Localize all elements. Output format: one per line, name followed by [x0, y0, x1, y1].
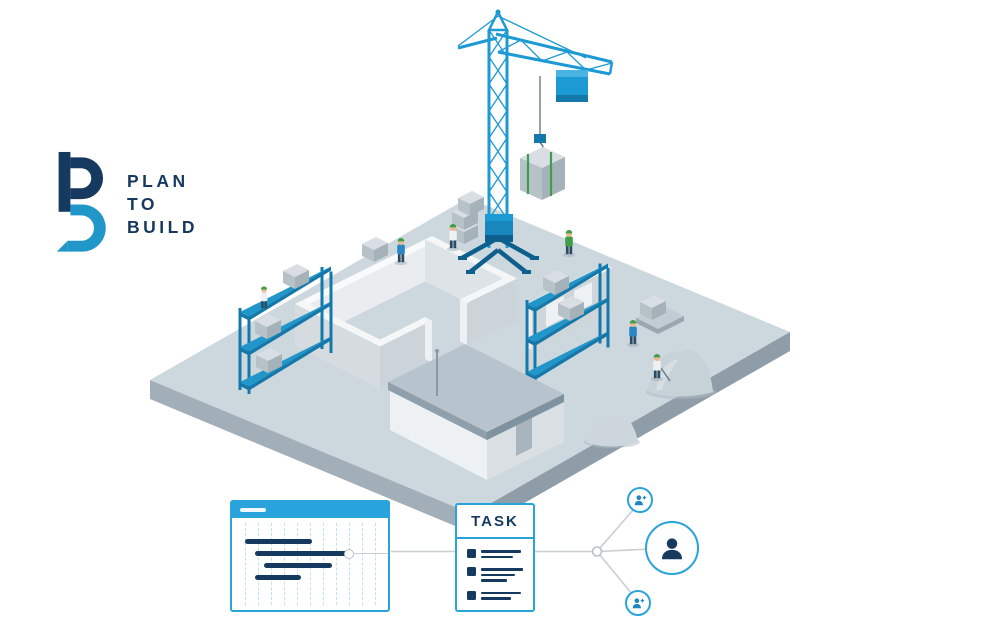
task-item: [467, 590, 525, 600]
building-front: [388, 344, 564, 480]
task-card-title: TASK: [471, 513, 519, 530]
gantt-body: [232, 518, 388, 610]
worker: [395, 238, 407, 266]
task-text-line: [481, 597, 511, 600]
worker: [651, 354, 671, 382]
gantt-connector-tail: [354, 552, 388, 554]
task-text-line: [481, 591, 521, 594]
add-user-icon: [634, 495, 647, 506]
add-user-node-bottom: [625, 590, 651, 616]
crane-load: [520, 147, 565, 200]
gantt-gridline: [362, 523, 363, 605]
worker: [627, 320, 639, 348]
sand-pile-large: [646, 349, 716, 399]
checkbox-icon: [467, 567, 476, 576]
user-icon: [662, 538, 682, 560]
gantt-bar: [255, 551, 347, 556]
task-text-line: [481, 568, 523, 571]
gantt-bar: [245, 539, 312, 544]
plan-to-build-logomark: [56, 151, 106, 252]
add-user-node-top: [627, 487, 653, 513]
gantt-header-dash: [240, 508, 266, 512]
gantt-connector-dot: [344, 548, 354, 559]
task-card-divider: [457, 537, 533, 539]
checkbox-icon: [467, 549, 476, 558]
gantt-gridline: [245, 523, 246, 605]
gantt-gridline: [336, 523, 337, 605]
pallet-blocks: [636, 295, 684, 334]
scaffold-right: [525, 263, 610, 384]
user-node-large: [645, 521, 699, 575]
gantt-bar: [264, 563, 332, 568]
task-item: [467, 567, 525, 582]
logo-text: PLAN TO BUILD: [127, 170, 198, 239]
gantt-bar: [255, 575, 301, 580]
task-rows: [467, 549, 525, 609]
task-text-line: [481, 573, 515, 576]
worker: [447, 224, 459, 252]
logo: PLAN TO BUILD: [55, 148, 198, 252]
logo-line-2: TO: [127, 194, 158, 214]
gantt-gridline: [349, 523, 350, 605]
gantt-card-header: [232, 502, 388, 518]
task-text-line: [481, 550, 521, 553]
worker: [563, 230, 575, 258]
tower-crane: [452, 9, 614, 274]
sand-pile-small: [584, 414, 640, 448]
gantt-gridline: [375, 523, 376, 605]
logo-line-1: PLAN: [127, 171, 189, 191]
task-text-line: [481, 579, 507, 582]
task-card: TASK: [455, 503, 535, 612]
checkbox-icon: [467, 590, 476, 600]
crane-counterweight: [556, 70, 588, 102]
worker: [260, 286, 268, 309]
add-user-icon: [632, 598, 645, 609]
logo-line-3: BUILD: [127, 217, 198, 237]
crane-base: [458, 214, 539, 274]
gantt-chart-card: [230, 500, 390, 612]
task-item: [467, 549, 525, 558]
gantt-gridline: [258, 523, 259, 605]
task-text-line: [481, 555, 513, 558]
connector-node: [591, 546, 603, 557]
